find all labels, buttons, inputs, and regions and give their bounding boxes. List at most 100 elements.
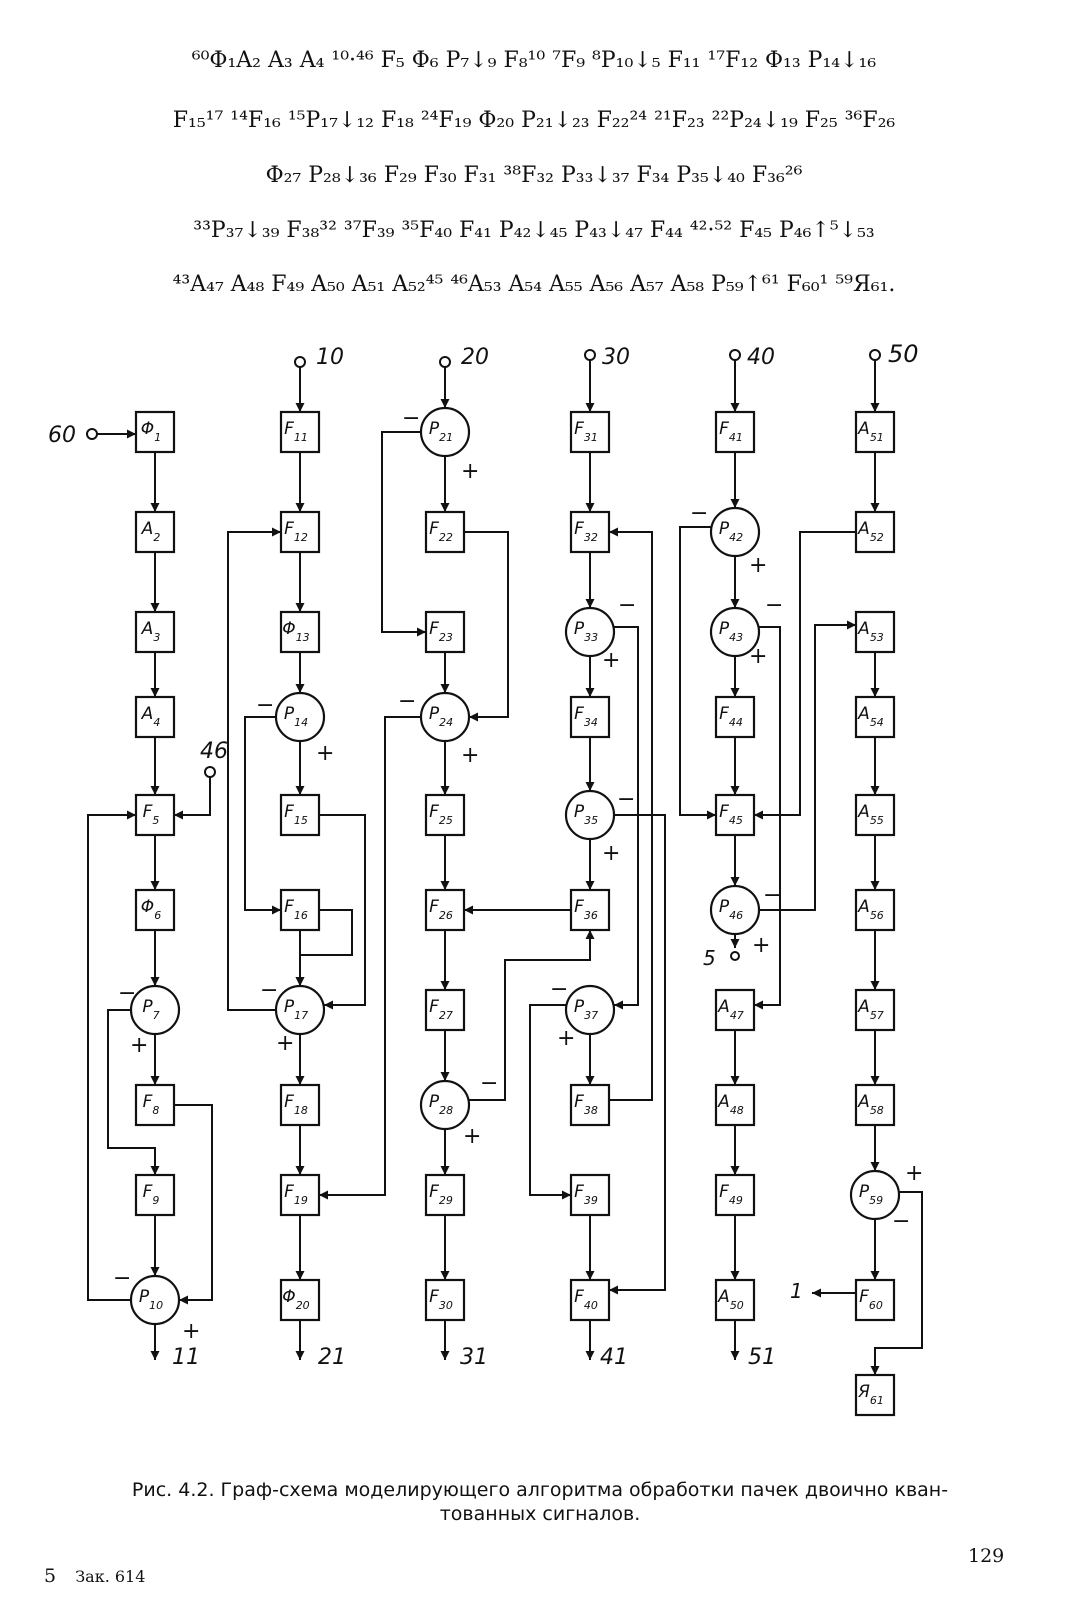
node-label: A2 <box>141 519 161 544</box>
flow-line <box>227 527 281 1011</box>
branch-plus-sign: + <box>752 933 770 958</box>
operator-box <box>134 410 176 454</box>
node-label: Φ1 <box>141 419 161 444</box>
node-label: F12 <box>284 519 308 544</box>
flow-line <box>244 716 281 915</box>
operator-box <box>854 610 896 654</box>
operator-box <box>134 793 176 837</box>
node-A52: A52 <box>854 510 896 554</box>
output-label-21: 21 <box>318 1345 346 1370</box>
node-label: Φ6 <box>141 897 161 922</box>
node-label: F15 <box>284 802 308 827</box>
operator-box <box>569 1083 611 1127</box>
operator-box <box>569 410 611 454</box>
node-label: A57 <box>857 997 884 1022</box>
operator-box <box>424 610 466 654</box>
node-label: P14 <box>284 704 308 729</box>
node-P28: P28 <box>419 1079 471 1131</box>
node-A54: A54 <box>854 695 896 739</box>
branch-minus-sign: − <box>618 593 636 618</box>
node-P59: P59 <box>849 1169 901 1221</box>
node-label: P46 <box>719 897 743 922</box>
flow-line <box>870 1191 923 1375</box>
node-A56: A56 <box>854 888 896 932</box>
input-terminal <box>204 766 216 778</box>
operator-box <box>424 988 466 1032</box>
operator-box <box>279 410 321 454</box>
node-P10: P10 <box>129 1274 181 1326</box>
flow-line <box>295 909 353 986</box>
decision-circle <box>849 1169 901 1221</box>
node-label: P35 <box>574 802 598 827</box>
node-P21: P21 <box>419 406 471 458</box>
sheet-number: 5 <box>44 1565 57 1587</box>
node-Φ20: Φ20 <box>279 1278 321 1322</box>
node-label: F26 <box>429 897 453 922</box>
node-label: A58 <box>857 1092 884 1117</box>
node-label: P37 <box>574 997 598 1022</box>
node-label: F39 <box>574 1182 598 1207</box>
operator-box <box>134 888 176 932</box>
node-Я61: Я61 <box>854 1373 896 1417</box>
node-F36: F36 <box>569 888 611 932</box>
decision-circle <box>419 406 471 458</box>
node-label: F38 <box>574 1092 598 1117</box>
node-A4: A4 <box>134 695 176 739</box>
input-label-60: 60 <box>48 423 76 448</box>
branch-plus-sign: + <box>182 1319 200 1344</box>
operator-box <box>714 1278 756 1322</box>
node-label: F22 <box>429 519 453 544</box>
node-label: F11 <box>284 419 308 444</box>
branch-minus-sign: − <box>550 977 568 1002</box>
node-label: A52 <box>857 519 884 544</box>
input-terminal <box>584 349 596 361</box>
node-F8: F8 <box>134 1083 176 1127</box>
operator-box <box>569 1173 611 1217</box>
operator-box <box>714 1083 756 1127</box>
operator-box <box>424 510 466 554</box>
branch-plus-sign: + <box>316 741 334 766</box>
operator-box <box>134 1173 176 1217</box>
node-P35: P35 <box>564 789 616 841</box>
flow-diagram: Φ1A2A3A4F5Φ6P7F8F9P10F11F12Φ13P14F15F16P… <box>48 340 923 1417</box>
branch-minus-sign: − <box>118 981 136 1006</box>
node-label: P17 <box>284 997 308 1022</box>
branch-minus-sign: − <box>765 593 783 618</box>
node-label: P7 <box>142 997 159 1022</box>
operator-box <box>569 1278 611 1322</box>
node-A48: A48 <box>714 1083 756 1127</box>
node-label: A56 <box>857 897 884 922</box>
order-number: Зак. 614 <box>75 1567 146 1586</box>
node-label: A55 <box>857 802 884 827</box>
output-label-51: 51 <box>748 1345 776 1370</box>
node-A58: A58 <box>854 1083 896 1127</box>
node-label: P28 <box>429 1092 453 1117</box>
input-label-50: 50 <box>888 340 919 368</box>
operator-box <box>714 1173 756 1217</box>
flow-line <box>319 716 421 1200</box>
branch-minus-sign: − <box>763 883 781 908</box>
output-label-31: 31 <box>460 1345 488 1370</box>
node-label: F16 <box>284 897 308 922</box>
formula-line-5: ⁴³A₄₇ A₄₈ F₄₉ A₅₀ A₅₁ A₅₂⁴⁵ ⁴⁶A₅₃ A₅₄ A₅… <box>172 272 896 297</box>
flow-line <box>381 431 426 637</box>
footer-imprint: 5 Зак. 614 <box>44 1565 145 1587</box>
operator-box <box>714 793 756 837</box>
node-F38: F38 <box>569 1083 611 1127</box>
node-label: F18 <box>284 1092 308 1117</box>
node-F9: F9 <box>134 1173 176 1217</box>
node-F49: F49 <box>714 1173 756 1217</box>
operator-box <box>134 695 176 739</box>
input-label-10: 10 <box>316 345 344 370</box>
operator-box <box>854 1373 896 1417</box>
operator-box <box>424 1278 466 1322</box>
node-P37: P37 <box>564 984 616 1036</box>
operator-box <box>714 988 756 1032</box>
operator-box <box>279 1083 321 1127</box>
page-number: 129 <box>968 1545 1005 1567</box>
branch-plus-sign: + <box>276 1031 294 1056</box>
branch-plus-sign: + <box>602 648 620 673</box>
decision-circle <box>274 691 326 743</box>
formula-line-1: ⁶⁰Φ₁A₂ A₃ A₄ ¹⁰·⁴⁶ F₅ Φ₆ P₇↓₉ F₈¹⁰ ⁷F₉ ⁸… <box>191 48 877 73</box>
output-label-11: 11 <box>172 1345 200 1370</box>
